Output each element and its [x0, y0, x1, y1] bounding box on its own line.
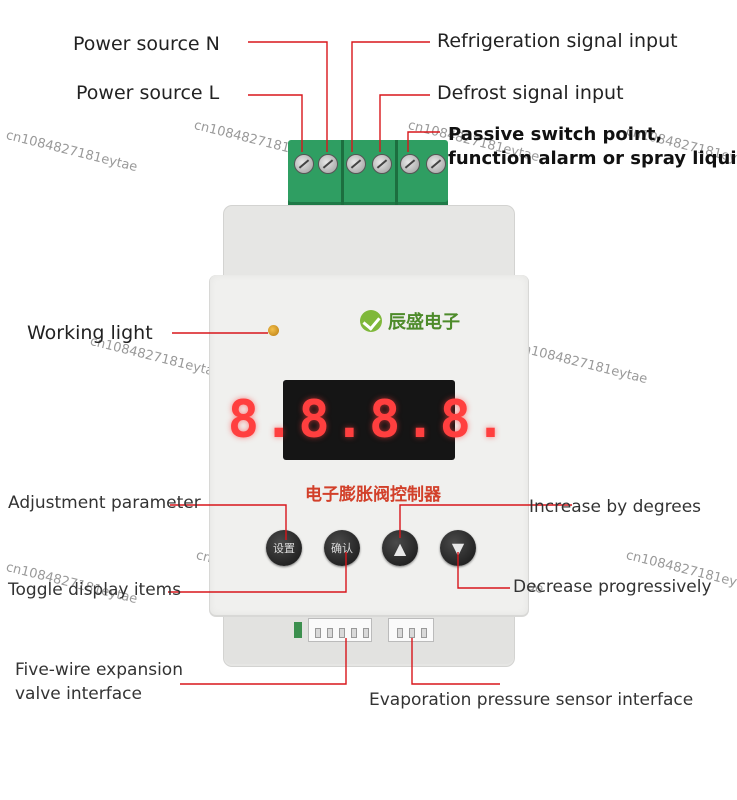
- confirm-button-label: 确认: [331, 542, 353, 555]
- set-button-label: 设置: [273, 542, 295, 555]
- terminal-screw: [426, 154, 446, 174]
- down-button[interactable]: ▼: [440, 530, 476, 566]
- leader-adjust: [170, 504, 287, 540]
- terminal-screw: [318, 154, 338, 174]
- display-digits: 8.8.8.8.: [227, 390, 511, 450]
- terminal-divider: [341, 140, 344, 208]
- leader-toggle: [168, 552, 347, 593]
- leader-five-wire: [180, 638, 347, 685]
- leader-evap: [411, 638, 500, 685]
- label-adjust: Adjustment parameter: [8, 493, 201, 513]
- arrow-down-icon: ▼: [451, 538, 465, 558]
- brand: 辰盛电子: [360, 308, 460, 334]
- label-passive-line1: Passive switch point,: [448, 124, 663, 145]
- terminal-screw: [294, 154, 314, 174]
- terminal-screw: [372, 154, 392, 174]
- label-power-n: Power source N: [73, 33, 220, 55]
- leader-power-l: [248, 94, 303, 152]
- green-strip: [294, 622, 302, 638]
- leader-increase: [399, 504, 572, 538]
- label-five-wire-line2: valve interface: [15, 684, 142, 704]
- terminal-divider: [395, 140, 398, 208]
- label-decrease: Decrease progressively: [513, 577, 712, 597]
- confirm-button[interactable]: 确认: [324, 530, 360, 566]
- label-defrost: Defrost signal input: [437, 82, 624, 104]
- leader-passive: [407, 131, 440, 152]
- label-passive-line2: function alarm or spray liquid: [448, 148, 737, 169]
- label-working-light: Working light: [27, 322, 153, 344]
- working-light-led: [268, 325, 279, 336]
- brand-logo-icon: [360, 310, 382, 332]
- leader-decrease: [457, 552, 510, 589]
- label-five-wire-line1: Five-wire expansion: [15, 660, 183, 680]
- led-display: 8.8.8.8.: [228, 380, 506, 460]
- label-refrigeration: Refrigeration signal input: [437, 30, 678, 52]
- device-case-lower: [224, 612, 514, 664]
- five-wire-connector: [308, 618, 372, 642]
- label-increase: Increase by degrees: [529, 497, 702, 517]
- leader-defrost: [379, 94, 430, 152]
- terminal-screw: [400, 154, 420, 174]
- brand-name: 辰盛电子: [388, 312, 460, 333]
- product-name: 电子膨胀阀控制器: [305, 485, 441, 505]
- arrow-up-icon: ▲: [393, 538, 407, 558]
- label-toggle: Toggle display items: [8, 580, 182, 600]
- leader-power-n: [248, 41, 328, 152]
- label-evap: Evaporation pressure sensor interface: [369, 690, 694, 710]
- terminal-screw: [346, 154, 366, 174]
- terminal-block: [288, 140, 448, 208]
- sensor-connector: [388, 618, 434, 642]
- set-button[interactable]: 设置: [266, 530, 302, 566]
- label-power-l: Power source L: [76, 82, 220, 104]
- leader-refrigeration: [351, 41, 430, 152]
